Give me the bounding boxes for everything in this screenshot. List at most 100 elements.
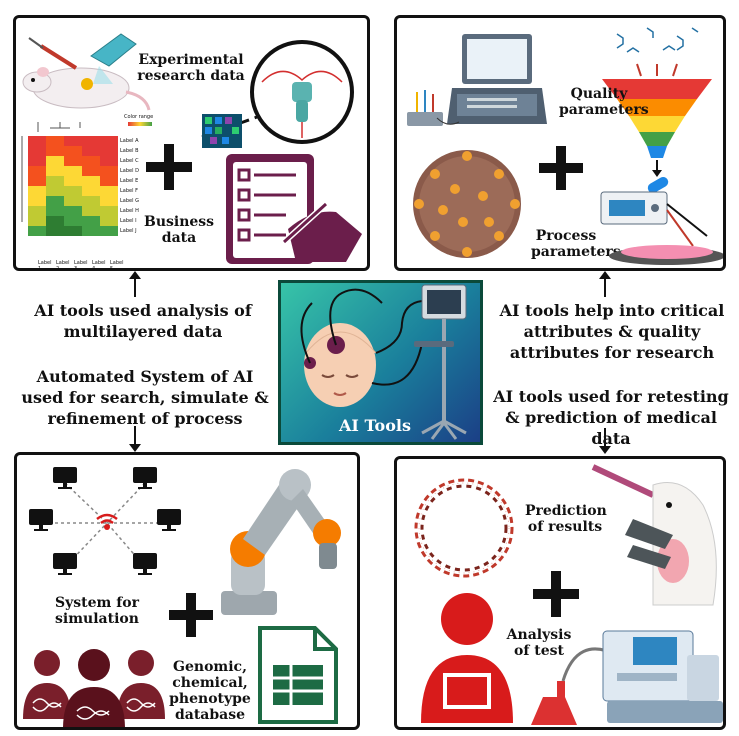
simulation-system-label: System for simulation — [55, 595, 139, 627]
heatmap-cell — [28, 156, 46, 166]
plasmid-dna-ring-illustration — [414, 478, 514, 578]
quality-funnel-illustration — [602, 27, 712, 193]
heatmap-cell — [28, 146, 46, 156]
heatmap-cell — [64, 206, 82, 216]
arrow-up-icon — [129, 271, 141, 297]
business-data-label: Business data — [144, 214, 215, 246]
heatmap-cell — [64, 156, 82, 166]
virus-particle-illustration — [413, 150, 521, 258]
magnified-cell-illustration — [201, 40, 354, 144]
plus-icon — [169, 593, 213, 637]
heatmap-cell — [64, 166, 82, 176]
heatmap-row-label: Label D — [120, 168, 139, 174]
heatmap-cell — [46, 146, 64, 156]
experimental-data-label: Experimental research data — [137, 52, 245, 84]
heatmap-cell — [64, 186, 82, 196]
heatmap-cell — [64, 216, 82, 226]
arrow-down-icon — [599, 428, 611, 454]
heatmap-column-labels: Label 1Label 2Label 3Label 4Label 5 — [38, 260, 128, 271]
process-parameters-label: Process parameters — [531, 228, 621, 260]
heatmap-cell — [82, 146, 100, 156]
lab-rat-illustration — [22, 33, 151, 111]
heatmap-cell — [46, 206, 64, 216]
prediction-label: Prediction of results — [525, 503, 607, 535]
panel-quality-parameters: Quality parameters Process parameters — [394, 15, 726, 271]
arrow-down-icon — [129, 426, 141, 452]
quality-parameters-label: Quality parameters — [559, 86, 649, 118]
heatmap-cell — [82, 216, 100, 226]
heatmap-cell — [100, 206, 118, 216]
heatmap-cell — [28, 186, 46, 196]
heatmap-row-label: Label E — [120, 178, 139, 184]
heatmap-illustration — [21, 122, 152, 236]
heatmap-cell — [28, 166, 46, 176]
heatmap-cell — [46, 136, 64, 146]
heatmap-cell — [100, 146, 118, 156]
plus-icon — [146, 144, 192, 190]
heatmap-row-label: Label J — [120, 228, 137, 234]
heatmap-cell — [46, 216, 64, 226]
robotic-arm-illustration — [221, 469, 341, 615]
heatmap-row-label: Label G — [120, 198, 139, 204]
lab-analyzer-illustration — [531, 630, 723, 725]
panel-prediction-analysis: Prediction of results Analysis of test — [394, 456, 726, 730]
arrow-up-icon — [599, 271, 611, 297]
heatmap-cell — [82, 166, 100, 176]
analysis-label: Analysis of test — [506, 627, 572, 659]
heatmap-row-label: Label A — [120, 138, 139, 144]
plus-icon — [539, 146, 583, 190]
caption-bottom-right: AI tools used for retesting & prediction… — [493, 387, 729, 448]
heatmap-cell — [64, 146, 82, 156]
heatmap-row-label: Label H — [120, 208, 139, 214]
heatmap-cell — [28, 176, 46, 186]
rat-injection-illustration — [591, 464, 717, 606]
heatmap-row-labels: Label A Label B Label C Label D Label E Label… — [120, 136, 139, 236]
caption-bottom-left: Automated System of AI used for search, … — [21, 367, 269, 428]
heatmap-cell — [64, 196, 82, 206]
heatmap-cell — [46, 176, 64, 186]
heatmap-legend-label: Color range — [124, 114, 154, 120]
database-label: Genomic, chemical, phenotype database — [169, 659, 251, 723]
checklist-clipboard-icon — [226, 154, 362, 264]
heatmap-row-label: Label F — [120, 188, 138, 194]
heatmap-cell — [100, 186, 118, 196]
ai-tools-label: AI Tools — [339, 416, 411, 435]
heatmap-cell — [100, 176, 118, 186]
heatmap-cell — [64, 176, 82, 186]
plus-icon — [533, 571, 579, 617]
heatmap-cell — [82, 156, 100, 166]
heatmap-cell — [82, 226, 100, 236]
genomic-people-illustration — [23, 649, 165, 727]
heatmap-cell — [82, 136, 100, 146]
caption-top-right: AI tools help into critical attributes &… — [499, 301, 725, 362]
panel-research-data: Experimental research data Color range L… — [13, 15, 370, 271]
pixel-grid-illustration — [202, 114, 242, 148]
heatmap-cell — [28, 206, 46, 216]
heatmap-cell — [28, 196, 46, 206]
heatmap-column-label: Label 5 — [110, 260, 124, 271]
patient-eeg-illustration — [300, 284, 467, 440]
computer-network-illustration — [29, 467, 181, 575]
heatmap-cell — [28, 216, 46, 226]
heatmap-cell — [64, 226, 82, 236]
heatmap-cell — [46, 226, 64, 236]
heatmap-cell — [100, 156, 118, 166]
spreadsheet-icon — [258, 626, 338, 724]
heatmap-cell — [82, 176, 100, 186]
heatmap-cell — [28, 136, 46, 146]
heatmap-cell — [100, 136, 118, 146]
heatmap-row-label: Label C — [120, 158, 139, 164]
heatmap-cell — [82, 196, 100, 206]
heatmap-cell — [46, 166, 64, 176]
heatmap-cell — [46, 196, 64, 206]
heatmap-cell — [100, 216, 118, 226]
heatmap-column-label: Label 2 — [56, 260, 70, 271]
heatmap-row-label: Label B — [120, 148, 139, 154]
heatmap-cell — [100, 166, 118, 176]
heatmap-cell — [100, 196, 118, 206]
heatmap-column-label: Label 3 — [74, 260, 88, 271]
laptop-equipment-illustration — [407, 34, 547, 126]
caption-top-left: AI tools used analysis of multilayered d… — [34, 301, 252, 341]
heatmap-column-label: Label 4 — [92, 260, 106, 271]
heatmap-cell — [46, 156, 64, 166]
